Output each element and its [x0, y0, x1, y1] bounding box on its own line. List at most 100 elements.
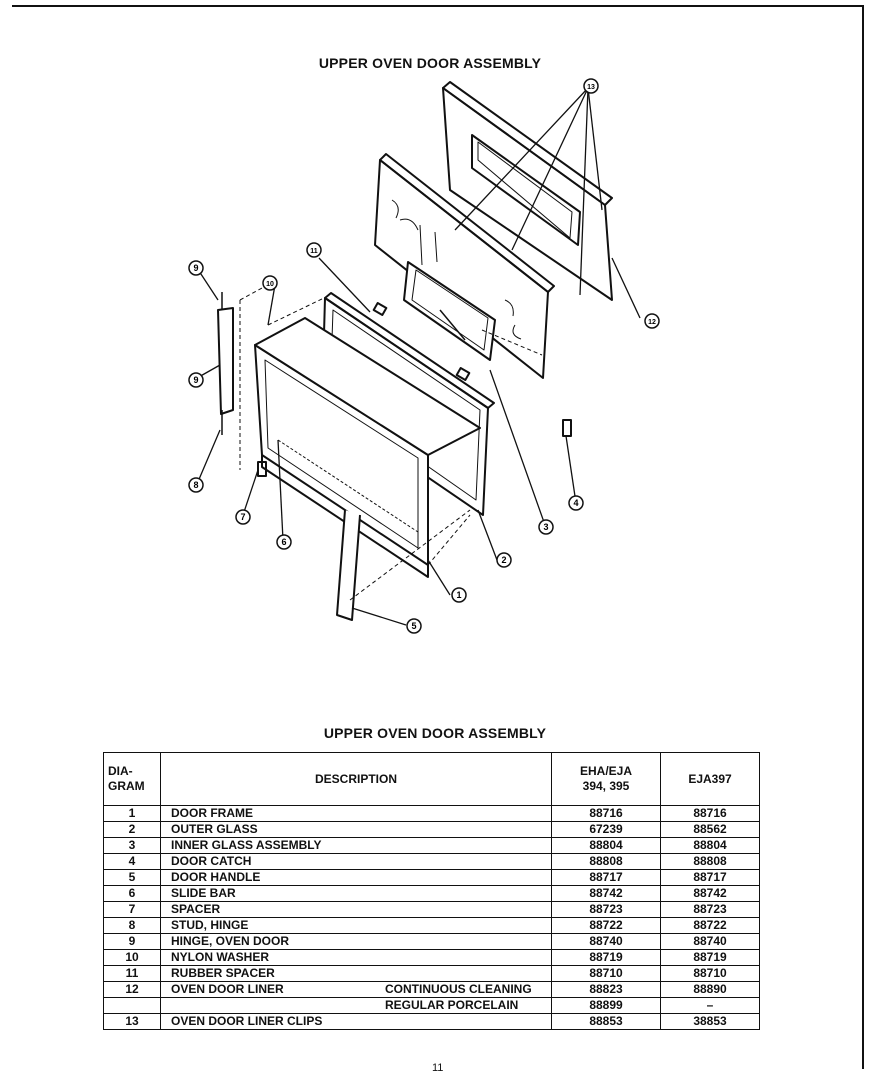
row-description: INNER GLASS ASSEMBLY	[160, 837, 552, 854]
row-description-main: NYLON WASHER	[171, 950, 270, 964]
row-part-number-a: 88722	[551, 917, 661, 934]
row-description-main: SPACER	[171, 902, 221, 916]
row-part-number-b: 88723	[660, 901, 760, 918]
row-part-number-b: 88710	[660, 965, 760, 982]
row-description-main: OVEN DOOR LINER	[171, 982, 284, 996]
row-part-number-b: –	[660, 997, 760, 1014]
row-part-number-a: 88823	[551, 981, 661, 998]
row-part-number-a: 88853	[551, 1013, 661, 1030]
row-diagram-number: 3	[103, 837, 161, 854]
svg-text:2: 2	[501, 555, 506, 565]
row-description-main: RUBBER SPACER	[171, 966, 275, 980]
callout-3: 3	[538, 519, 554, 535]
row-part-number-a: 88808	[551, 853, 661, 870]
row-part-number-a: 88740	[551, 933, 661, 950]
svg-text:11: 11	[310, 248, 318, 255]
svg-text:7: 7	[240, 512, 245, 522]
row-description: DOOR HANDLE	[160, 869, 552, 886]
header-model-b: EJA397	[660, 752, 760, 806]
row-diagram-number: 8	[103, 917, 161, 934]
row-part-number-b: 88740	[660, 933, 760, 950]
svg-text:9: 9	[193, 263, 198, 273]
row-description-main: OVEN DOOR LINER CLIPS	[171, 1014, 323, 1028]
header-diagram: DIA- GRAM	[103, 752, 161, 806]
row-part-number-a: 67239	[551, 821, 661, 838]
row-diagram-number: 13	[103, 1013, 161, 1030]
row-description-main: DOOR HANDLE	[171, 870, 261, 884]
door-catch-part	[562, 419, 572, 437]
row-diagram-number	[103, 997, 161, 1014]
row-part-number-b: 88804	[660, 837, 760, 854]
row-description: RUBBER SPACER	[160, 965, 552, 982]
row-part-number-a: 88804	[551, 837, 661, 854]
svg-text:5: 5	[411, 621, 416, 631]
row-part-number-a: 88742	[551, 885, 661, 902]
callout-8: 8	[188, 477, 204, 493]
row-part-number-b: 88808	[660, 853, 760, 870]
svg-text:4: 4	[573, 498, 578, 508]
row-description-main: DOOR CATCH	[171, 854, 252, 868]
row-description-main: INNER GLASS ASSEMBLY	[171, 838, 322, 852]
row-description: OUTER GLASS	[160, 821, 552, 838]
row-description: OVEN DOOR LINER CLIPS	[160, 1013, 552, 1030]
row-description-variant: CONTINUOUS CLEANING	[385, 982, 532, 996]
header-description: DESCRIPTION	[160, 752, 552, 806]
svg-text:9: 9	[193, 375, 198, 385]
diagram-title: UPPER OVEN DOOR ASSEMBLY	[318, 55, 542, 71]
door-handle-part	[336, 509, 361, 621]
callout-4: 4	[568, 495, 584, 511]
row-diagram-number: 1	[103, 805, 161, 822]
row-part-number-a: 88716	[551, 805, 661, 822]
row-description: STUD, HINGE	[160, 917, 552, 934]
row-diagram-number: 2	[103, 821, 161, 838]
svg-text:3: 3	[543, 522, 548, 532]
page-border-top	[12, 5, 864, 7]
row-part-number-a: 88717	[551, 869, 661, 886]
row-description: OVEN DOOR LINER CONTINUOUS CLEANING	[160, 981, 552, 998]
callout-10: 10	[262, 275, 278, 291]
row-description: HINGE, OVEN DOOR	[160, 933, 552, 950]
row-part-number-a: 88710	[551, 965, 661, 982]
row-description: NYLON WASHER	[160, 949, 552, 966]
parts-table: DIA- GRAM DESCRIPTION EHA/EJA 394, 395 E…	[103, 752, 760, 1030]
row-part-number-b: 88722	[660, 917, 760, 934]
exploded-door-diagram: 1 2 3 4 5 6 7 8 9 9 10 11 12 13	[188, 78, 660, 634]
page-border-right	[862, 5, 864, 1069]
callout-6: 6	[276, 534, 292, 550]
svg-text:1: 1	[456, 590, 461, 600]
row-description-main: DOOR FRAME	[171, 806, 253, 820]
row-part-number-b: 88716	[660, 805, 760, 822]
row-part-number-b: 88562	[660, 821, 760, 838]
svg-text:13: 13	[587, 84, 595, 91]
row-description-main: STUD, HINGE	[171, 918, 249, 932]
row-part-number-b: 88719	[660, 949, 760, 966]
page-number: 11	[432, 1062, 444, 1074]
row-part-number-b: 88890	[660, 981, 760, 998]
row-part-number-a: 88719	[551, 949, 661, 966]
row-diagram-number: 12	[103, 981, 161, 998]
row-description-main: HINGE, OVEN DOOR	[171, 934, 290, 948]
row-description: DOOR FRAME	[160, 805, 552, 822]
row-diagram-number: 11	[103, 965, 161, 982]
row-description: REGULAR PORCELAIN	[160, 997, 552, 1014]
callout-7: 7	[235, 509, 251, 525]
row-description: SPACER	[160, 901, 552, 918]
row-part-number-a: 88899	[551, 997, 661, 1014]
hinge-part	[217, 287, 263, 470]
svg-text:6: 6	[281, 537, 286, 547]
row-diagram-number: 10	[103, 949, 161, 966]
table-header-row: DIA- GRAM DESCRIPTION EHA/EJA 394, 395 E…	[103, 752, 760, 806]
callout-11: 11	[306, 242, 322, 258]
